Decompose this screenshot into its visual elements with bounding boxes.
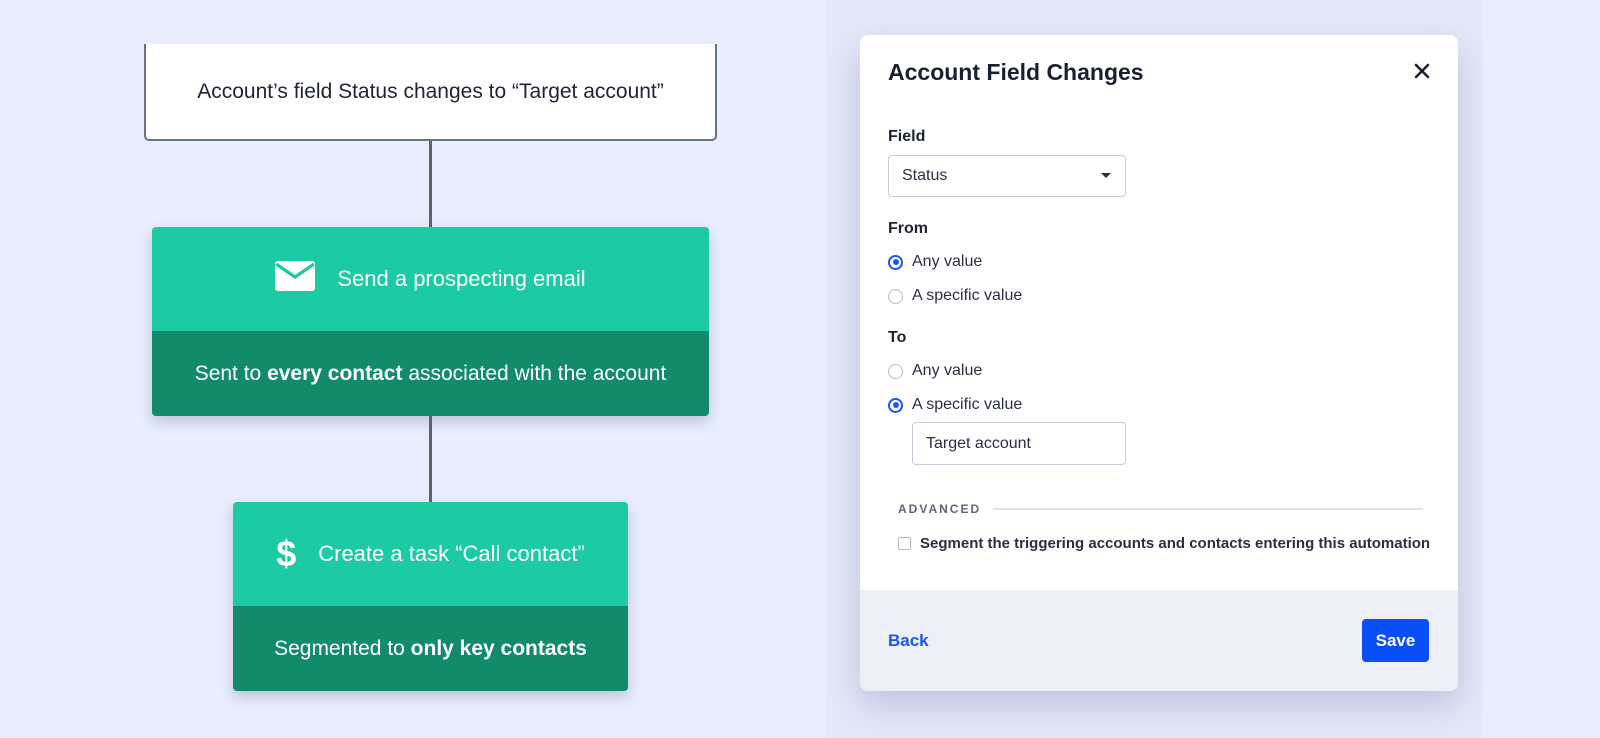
step-description: Sent to every contact associated with th… <box>152 331 709 416</box>
trigger-node[interactable]: Account’s field Status changes to “Targe… <box>144 44 717 141</box>
field-select-value: Status <box>902 167 948 184</box>
radio-indicator[interactable] <box>888 363 903 379</box>
radio-label: A specific value <box>912 396 1023 413</box>
account-field-changes-modal: Account Field Changes Field Status From … <box>860 35 1458 691</box>
back-link[interactable]: Back <box>888 631 929 650</box>
radio-indicator[interactable] <box>888 254 903 270</box>
close-icon[interactable] <box>1408 57 1436 85</box>
radio-label: A specific value <box>912 287 1023 304</box>
divider <box>993 508 1423 510</box>
trigger-text: Account’s field Status changes to “Targe… <box>197 79 664 103</box>
step-send-email[interactable]: Send a prospecting email Sent to every c… <box>152 227 709 416</box>
envelope-icon <box>275 261 316 297</box>
segment-checkbox-label: Segment the triggering accounts and cont… <box>920 535 1431 552</box>
to-specific-value-input[interactable] <box>912 422 1126 465</box>
to-label: To <box>888 329 907 346</box>
modal-title: Account Field Changes <box>888 59 1144 85</box>
step-header: $ Create a task “Call contact” <box>233 502 628 606</box>
chevron-down-icon <box>1101 173 1111 178</box>
save-button[interactable]: Save <box>1362 619 1429 662</box>
advanced-section-header: ADVANCED <box>898 501 1423 517</box>
from-any-value-radio[interactable]: Any value <box>888 253 982 271</box>
segment-checkbox[interactable] <box>898 537 911 550</box>
step-create-task[interactable]: $ Create a task “Call contact” Segmented… <box>233 502 628 691</box>
step-title: Create a task “Call contact” <box>318 541 585 566</box>
dollar-icon: $ <box>276 533 297 574</box>
modal-footer: Back Save <box>860 590 1458 691</box>
to-specific-value-radio[interactable]: A specific value <box>888 396 1022 414</box>
field-label: Field <box>888 128 926 145</box>
radio-label: Any value <box>912 362 983 379</box>
segment-checkbox-row[interactable]: Segment the triggering accounts and cont… <box>898 535 1430 552</box>
from-specific-value-radio[interactable]: A specific value <box>888 287 1022 305</box>
radio-label: Any value <box>912 253 983 270</box>
radio-indicator[interactable] <box>888 288 903 304</box>
step-header: Send a prospecting email <box>152 227 709 331</box>
advanced-label: ADVANCED <box>898 502 982 516</box>
step-title: Send a prospecting email <box>337 266 586 291</box>
to-any-value-radio[interactable]: Any value <box>888 362 982 380</box>
radio-indicator[interactable] <box>888 397 903 413</box>
from-label: From <box>888 220 928 237</box>
flow-connector <box>429 416 432 502</box>
step-description: Segmented to only key contacts <box>233 606 628 691</box>
field-select[interactable]: Status <box>888 155 1126 197</box>
flow-connector <box>429 141 432 227</box>
